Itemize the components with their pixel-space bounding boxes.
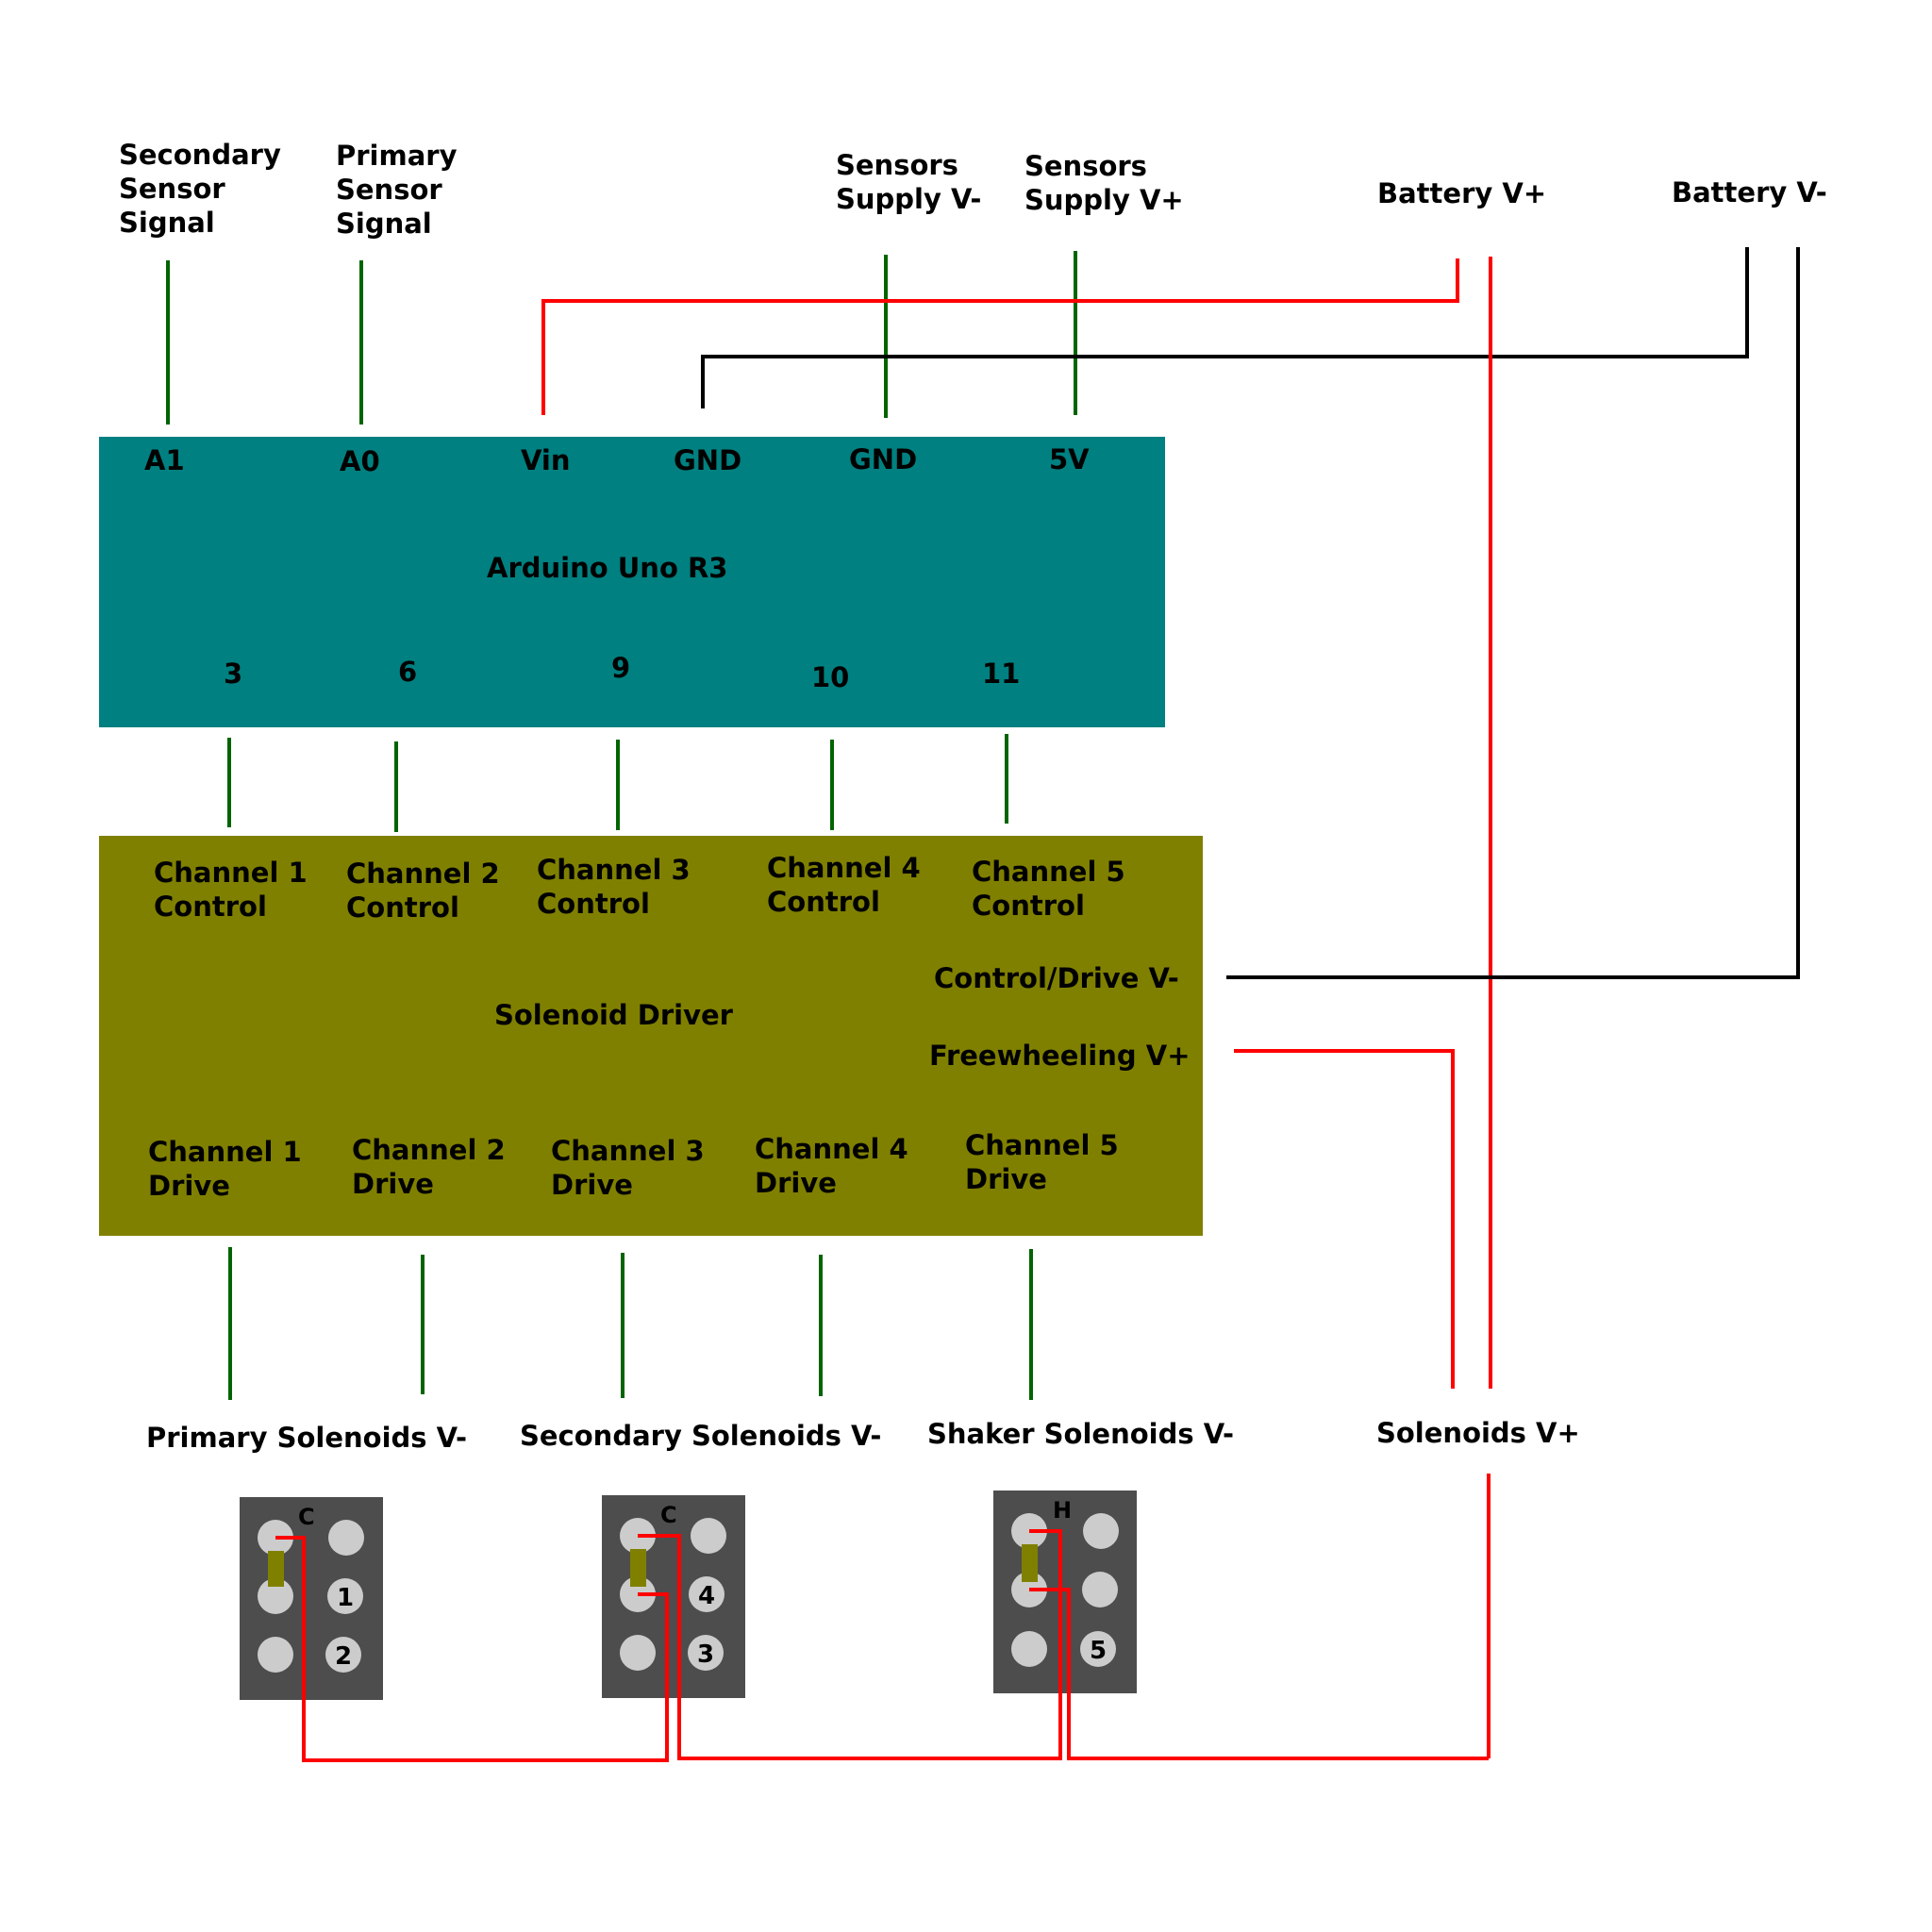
wire-connector3-bus [1029,1588,1489,1760]
primary-sensor-label-2: Sensor [336,174,442,206]
connector-pin [620,1635,656,1671]
control-ch2-line2: Control [346,891,459,924]
secondary-sensor-label-1: Secondary [119,139,281,171]
wire-freewheeling-pos [1234,1049,1455,1389]
drive-ch1-line2: Drive [148,1170,230,1202]
control-ch3-line1: Channel 3 [537,854,691,886]
connector-secondary: C 4 3 [602,1495,745,1698]
connector-pin [1011,1631,1047,1667]
control-ch1-line2: Control [154,891,267,923]
connector-primary: C 1 2 [240,1497,383,1700]
primary-solenoids-neg-label: Primary Solenoids V- [146,1422,467,1454]
battery-neg-label: Battery V- [1672,176,1827,208]
wire-battery-neg-ctrl-drive-neg [1226,247,1800,979]
drive-ch4-line1: Channel 4 [755,1133,908,1165]
driver-title: Solenoid Driver [494,999,734,1031]
drive-ch3-line1: Channel 3 [551,1135,705,1167]
shaker-solenoids-neg-label: Shaker Solenoids V- [927,1418,1234,1450]
sensors-supply-neg-label-1: Sensors [836,149,958,181]
drive-ch5-line1: Channel 5 [965,1129,1119,1161]
sensors-supply-pos-label-2: Supply V+ [1024,184,1184,216]
pin-number-5: 5 [1090,1637,1107,1665]
primary-sensor-label-1: Primary [336,140,458,172]
solenoid-driver-board [99,836,1203,1236]
wire-vin-battery-pos [541,258,1459,415]
connector-pin [1083,1513,1119,1549]
connector-pin [1080,1631,1116,1667]
connector-pin [327,1578,363,1614]
jumper [630,1549,646,1587]
drive-ch4-line2: Drive [755,1167,837,1199]
sensors-supply-pos-label-1: Sensors [1024,150,1147,182]
arduino-pin-9: 9 [611,652,630,684]
secondary-sensor-label-3: Signal [119,207,215,239]
connector-pin [325,1637,361,1673]
jumper [268,1551,284,1587]
connector-pin [258,1637,293,1673]
arduino-pin-11: 11 [982,658,1020,690]
connector-pin [689,1576,724,1612]
drive-ch5-line2: Drive [965,1163,1047,1195]
connector-shaker: H 5 [993,1491,1137,1693]
arduino-pin-6: 6 [398,656,417,688]
jumper [1022,1544,1038,1582]
connector-pin [688,1635,724,1671]
pin-number-2: 2 [335,1642,352,1671]
control-ch2-line1: Channel 2 [346,858,500,890]
connector-header-label: C [660,1502,677,1528]
connector-header-label: H [1053,1497,1072,1524]
primary-sensor-label-3: Signal [336,208,432,240]
control-ch5-line1: Channel 5 [972,856,1125,888]
arduino-pin-10: 10 [811,661,849,693]
secondary-solenoids-neg-label: Secondary Solenoids V- [520,1420,881,1452]
connector-header-label: C [298,1504,315,1530]
arduino-title: Arduino Uno R3 [487,552,727,584]
wire-connector1-bus [275,1536,669,1762]
control-ch1-line1: Channel 1 [154,857,308,889]
drive-ch2-line1: Channel 2 [352,1134,506,1166]
wires [166,247,1800,1758]
pin-number-4: 4 [698,1582,715,1610]
solenoid-driver-block: Channel 1 Control Channel 2 Control Chan… [99,836,1203,1236]
control-ch5-line2: Control [972,890,1085,922]
connector-pin [328,1520,364,1556]
arduino-block: A1 A0 Vin GND GND 5V Arduino Uno R3 3 6 … [99,437,1165,727]
arduino-pin-a1: A1 [144,444,185,476]
connector-pin [691,1518,726,1554]
arduino-pin-gnd-1: GND [674,444,741,476]
control-ch4-line2: Control [767,886,880,918]
control-ch4-line1: Channel 4 [767,852,921,884]
drive-ch2-line2: Drive [352,1168,434,1200]
arduino-pin-gnd-2: GND [849,443,917,475]
drive-ch1-line1: Channel 1 [148,1136,302,1168]
pin-number-3: 3 [697,1641,714,1669]
freewheeling-pos-label: Freewheeling V+ [929,1040,1191,1072]
control-ch3-line2: Control [537,888,650,920]
secondary-sensor-label-2: Sensor [119,173,225,205]
arduino-pin-vin: Vin [521,444,571,476]
drive-ch3-line2: Drive [551,1169,633,1201]
solenoids-pos-label: Solenoids V+ [1376,1417,1580,1449]
wire-connector2-bus [638,1529,1062,1760]
ctrl-drive-neg-label: Control/Drive V- [934,962,1179,994]
connector-pin [1082,1572,1118,1607]
connector-pin [258,1578,293,1614]
wire-gnd-battery-neg [701,247,1749,408]
top-labels: Secondary Sensor Signal Primary Sensor S… [119,139,1827,240]
sensors-supply-neg-label-2: Supply V- [836,183,981,215]
arduino-pin-5v: 5V [1049,443,1090,475]
pin-number-1: 1 [337,1584,354,1612]
arduino-pin-3: 3 [224,658,242,690]
arduino-pin-a0: A0 [340,445,380,477]
battery-pos-label: Battery V+ [1377,177,1546,209]
bottom-labels: Primary Solenoids V- Secondary Solenoids… [146,1417,1580,1454]
solenoid-pos-bus [275,1529,1489,1762]
arduino-board [99,437,1165,727]
